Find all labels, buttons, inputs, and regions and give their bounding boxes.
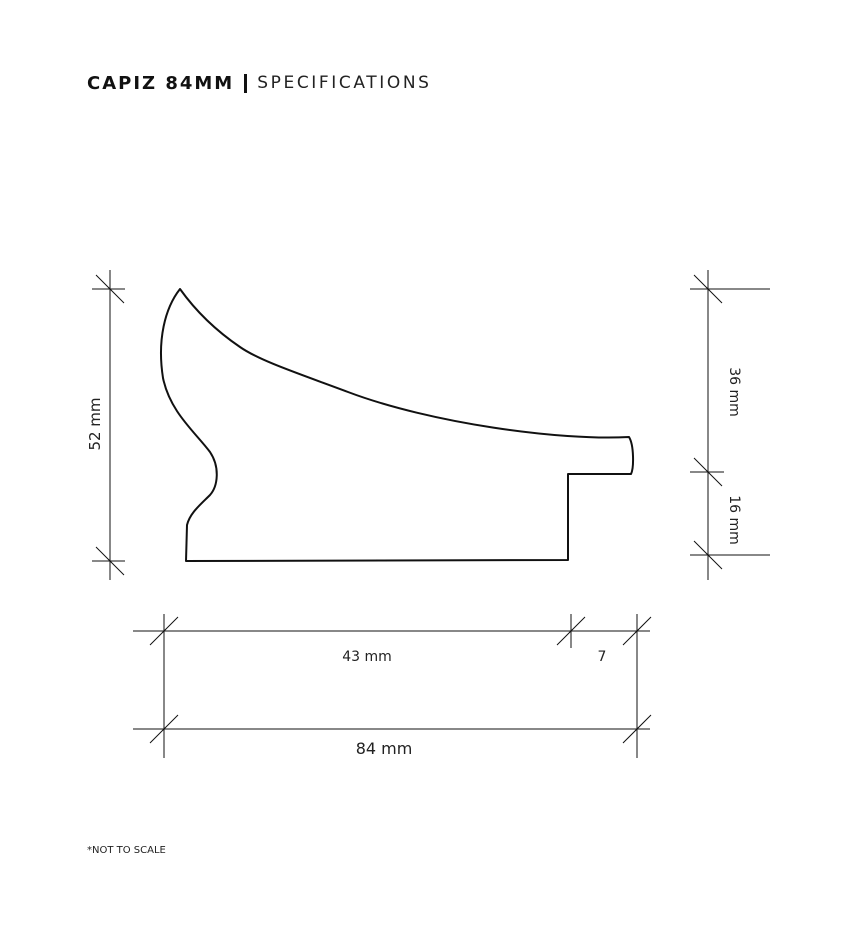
- moulding-profile: [160, 288, 635, 562]
- dimension-right-heights: [690, 270, 770, 580]
- dimension-widths: [133, 614, 652, 758]
- lip-width-label: 7: [598, 649, 607, 665]
- total-height-label: 52 mm: [86, 397, 104, 450]
- upper-height-label: 36 mm: [726, 367, 742, 417]
- title-divider: [244, 73, 248, 93]
- section-title: SPECIFICATIONS: [257, 73, 432, 93]
- page-header: CAPIZ 84MM SPECIFICATIONS: [87, 70, 432, 96]
- product-title: CAPIZ 84MM: [87, 72, 235, 94]
- dimension-total-height: [92, 270, 125, 580]
- inner-width-label: 43 mm: [342, 649, 392, 665]
- total-width-label: 84 mm: [356, 739, 413, 758]
- lower-height-label: 16 mm: [726, 495, 742, 545]
- not-to-scale-note: *NOT TO SCALE: [87, 845, 166, 856]
